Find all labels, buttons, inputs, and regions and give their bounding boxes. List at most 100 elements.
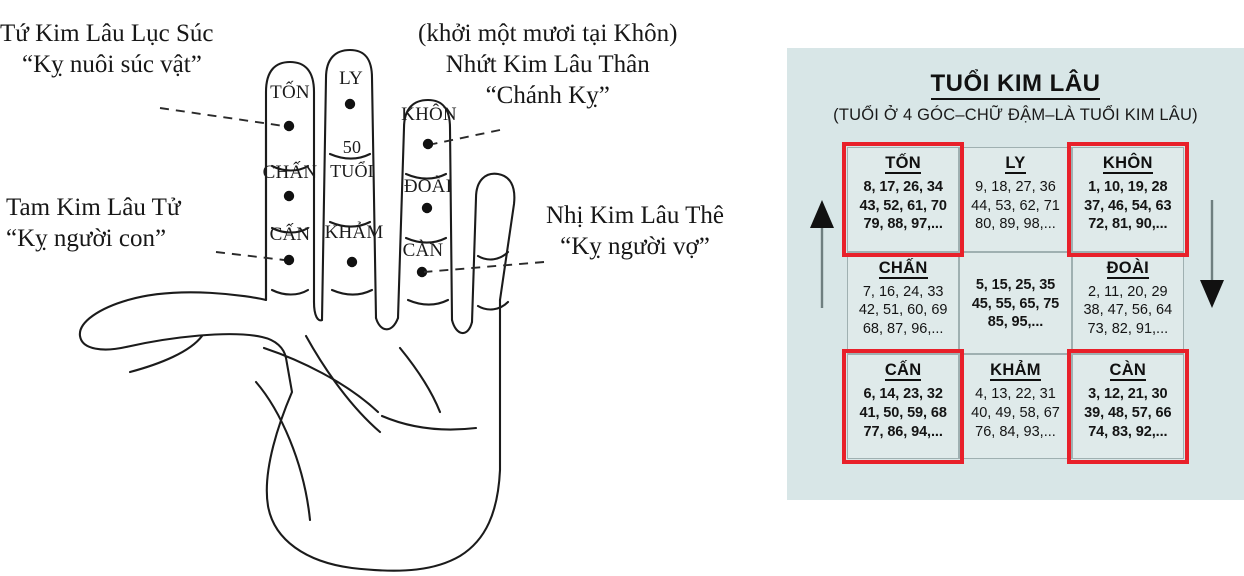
grid-cell-number-line: 72, 81, 90,... [1088, 216, 1168, 233]
grid-cell-number-line: 8, 17, 26, 34 [863, 179, 943, 196]
grid-cell-number-line: 68, 87, 96,... [862, 320, 944, 337]
grid-cell-number-line: 45, 55, 65, 75 [971, 295, 1060, 312]
grid-cell-number-line: 6, 14, 23, 32 [863, 386, 943, 403]
annotation-nhut-kim-lau: (khởi một mươi tại Khôn) Nhứt Kim Lâu Th… [418, 18, 677, 111]
grid-cell-heading-wrap: KHÔN [1077, 154, 1179, 178]
grid-cell-number-line: 73, 82, 91,... [1087, 320, 1169, 337]
leader-line-tu [159, 107, 285, 127]
grid-cell-number-line: 40, 49, 58, 67 [971, 405, 1060, 421]
grid-cell-number-line: 41, 50, 59, 68 [859, 405, 947, 421]
grid-cell-cấn: CẤN 6, 14, 23, 32 41, 50, 59, 68 77, 86, 94… [841, 349, 965, 464]
grid-cell-number-line: 43, 52, 61, 70 [859, 197, 947, 214]
grid-cell-heading: CHẤN [878, 259, 928, 279]
grid-cell-heading: CẤN [884, 361, 922, 382]
panel-title: TUỔI KIM LÂU [787, 70, 1244, 100]
annotation-tam-kim-lau: Tam Kim Lâu Tử “Kỵ người con” [6, 192, 181, 254]
grid-cell-number-line: 2, 11, 20, 29 [1088, 283, 1168, 300]
point-markers [283, 98, 434, 278]
annotation-nhi-kim-lau: Nhị Kim Lâu Thê “Kỵ người vợ” [546, 200, 724, 262]
grid-cell-heading-wrap: TỐN [852, 154, 954, 178]
panel-subtitle: (TUỔI Ở 4 GÓC–CHỮ ĐẬM–LÀ TUỔI KIM LÂU) [833, 106, 1198, 124]
finger-label-50: 50 [342, 137, 362, 157]
grid-cell-number-line: 37, 46, 54, 63 [1084, 197, 1172, 214]
grid-cell-number-line: 7, 16, 24, 33 [862, 283, 944, 300]
tuoi-kim-lau-panel: TUỔI KIM LÂU (TUỔI Ở 4 GÓC–CHỮ ĐẬM–LÀ TU… [787, 48, 1244, 500]
annotation-tam-line2: “Kỵ người con” [6, 225, 167, 252]
arrow-down-icon [1200, 200, 1224, 308]
finger-label-doai: ĐOÀI [403, 176, 453, 197]
grid-cell-numbers: 6, 14, 23, 32 41, 50, 59, 68 77, 86, 94,..… [852, 385, 954, 441]
grid-cell-heading-wrap: CHẤN [852, 259, 954, 283]
grid-cell-heading: LY [1005, 154, 1026, 175]
finger-label-can-ring: CÀN [402, 240, 444, 261]
annotation-tam-line1: Tam Kim Lâu Tử [6, 194, 181, 221]
grid-cell-number-line: 38, 47, 56, 64 [1083, 302, 1173, 319]
hand-diagram-panel: Tứ Kim Lâu Lục Súc “Kỵ nuôi súc vật” Tam… [0, 18, 724, 572]
grid-cell-content: CẤN 6, 14, 23, 32 41, 50, 59, 68 77, 86, 94… [852, 361, 954, 441]
leader-lines [159, 107, 545, 273]
annotation-nhut-line0: (khởi một mươi tại Khôn) [418, 20, 678, 47]
finger-label-tuoi: TUỔI [330, 161, 374, 181]
grid-cell-number-line: 9, 18, 27, 36 [975, 179, 1056, 196]
leader-line-nhut [432, 129, 501, 145]
grid-cell-number-line: 74, 83, 92,... [1088, 423, 1168, 440]
annotation-tu-line2: “Kỵ nuôi súc vật” [22, 51, 202, 78]
grid-cell-number-line: 3, 12, 21, 30 [1088, 386, 1168, 403]
annotation-tu-line1: Tứ Kim Lâu Lục Súc [0, 20, 214, 47]
grid-cell-heading-wrap: CẤN [852, 361, 954, 385]
grid-cell-number-line: 77, 86, 94,... [863, 423, 943, 440]
grid-cell-heading: CÀN [1109, 361, 1147, 382]
grid-cell-heading: ĐOÀI [1106, 259, 1150, 279]
finger-label-khon: KHÔN [401, 104, 457, 125]
finger-label-chan: CHẤN [262, 162, 318, 183]
arrow-up-icon [810, 200, 834, 308]
grid-cell-numbers: 4, 13, 22, 31 40, 49, 58, 67 76, 84, 93,..… [964, 385, 1066, 441]
annotation-tu-kim-lau: Tứ Kim Lâu Lục Súc “Kỵ nuôi súc vật” [0, 18, 214, 80]
grid-cell-numbers: 3, 12, 21, 30 39, 48, 57, 66 74, 83, 92,..… [1077, 385, 1179, 441]
grid-cell-heading: KHẢM [990, 361, 1041, 382]
grid-cell-content: KHẢM 4, 13, 22, 31 40, 49, 58, 67 76, 84, 9… [964, 361, 1066, 441]
hand-drawing [78, 48, 545, 572]
grid-cell-number-line: 4, 13, 22, 31 [975, 386, 1056, 403]
annotation-nhut-line2: “Chánh Kỵ” [485, 82, 610, 109]
finger-label-ly: LY [339, 68, 363, 89]
grid-cell-number-line: 44, 53, 62, 71 [971, 197, 1060, 214]
annotation-nhi-line1: Nhị Kim Lâu Thê [546, 202, 724, 229]
grid-cell-number-line: 39, 48, 57, 66 [1084, 405, 1172, 421]
finger-label-kham: KHẢM [324, 222, 384, 243]
annotation-nhut-line1: Nhứt Kim Lâu Thân [445, 51, 650, 78]
grid-cell-number-line: 79, 88, 97,... [863, 216, 943, 233]
grid-cell-khảm: KHẢM 4, 13, 22, 31 40, 49, 58, 67 76, 84, 9… [959, 354, 1072, 459]
grid-cell-number-line: 76, 84, 93,... [975, 423, 1056, 440]
grid-cell-heading: KHÔN [1102, 154, 1153, 175]
panel-title-text: TUỔI KIM LÂU [930, 70, 1101, 100]
grid-cell-heading-wrap: KHẢM [964, 361, 1066, 385]
grid-cell-number-line: 80, 89, 98,... [975, 216, 1056, 233]
grid-cell-heading-wrap: ĐOÀI [1077, 259, 1179, 283]
annotation-nhi-line2: “Kỵ người vợ” [560, 233, 710, 260]
grid-cell-number-line: 85, 95,... [987, 314, 1044, 331]
grid-cell-càn: CÀN 3, 12, 21, 30 39, 48, 57, 66 74, 83, 92… [1066, 349, 1190, 464]
grid-cell-content: CÀN 3, 12, 21, 30 39, 48, 57, 66 74, 83, 92… [1077, 361, 1179, 441]
grid-cell-number-line: 5, 15, 25, 35 [975, 277, 1056, 294]
grid-cell-number-line: 1, 10, 19, 28 [1088, 179, 1168, 196]
grid-cell-heading: TỐN [885, 154, 922, 175]
